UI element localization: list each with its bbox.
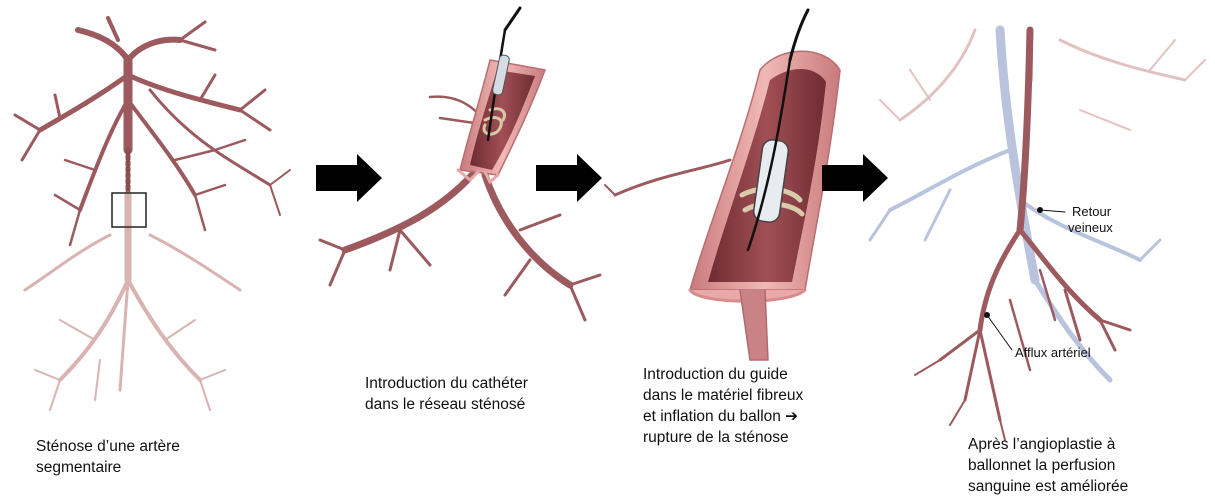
caption-line: sanguine est améliorée	[968, 476, 1128, 497]
right-arrow-icon	[822, 154, 888, 202]
panel-result-illustration	[870, 30, 1205, 440]
caption-line: dans le réseau sténosé	[365, 394, 528, 415]
caption-line: et inflation du ballon ➔	[643, 406, 803, 427]
caption-line: Sténose d’une artère	[36, 436, 180, 457]
panel-stenosis-illustration	[15, 18, 290, 410]
caption-result: Après l’angioplastie à ballonnet la perf…	[968, 434, 1128, 497]
caption-line: dans le matériel fibreux	[643, 385, 803, 406]
caption-guide-balloon: Introduction du guide dans le matériel f…	[643, 364, 803, 448]
panel-balloon-illustration	[605, 10, 840, 360]
caption-line: Après l’angioplastie à	[968, 434, 1128, 455]
label-arterial-inflow: Afflux artériel	[1015, 345, 1091, 361]
caption-line: Introduction du cathéter	[365, 373, 528, 394]
caption-stenosis: Sténose d’une artère segmentaire	[36, 436, 180, 478]
label-venous-return: Retour veineux	[1068, 204, 1113, 236]
right-arrow-icon	[316, 154, 382, 202]
caption-catheter: Introduction du cathéter dans le réseau …	[365, 373, 528, 415]
label-line: veineux	[1068, 220, 1113, 236]
caption-line: segmentaire	[36, 457, 180, 478]
caption-line: Introduction du guide	[643, 364, 803, 385]
caption-line: rupture de la sténose	[643, 427, 803, 448]
label-line: Retour	[1068, 204, 1113, 220]
caption-line: ballonnet la perfusion	[968, 455, 1128, 476]
right-arrow-icon	[536, 154, 602, 202]
